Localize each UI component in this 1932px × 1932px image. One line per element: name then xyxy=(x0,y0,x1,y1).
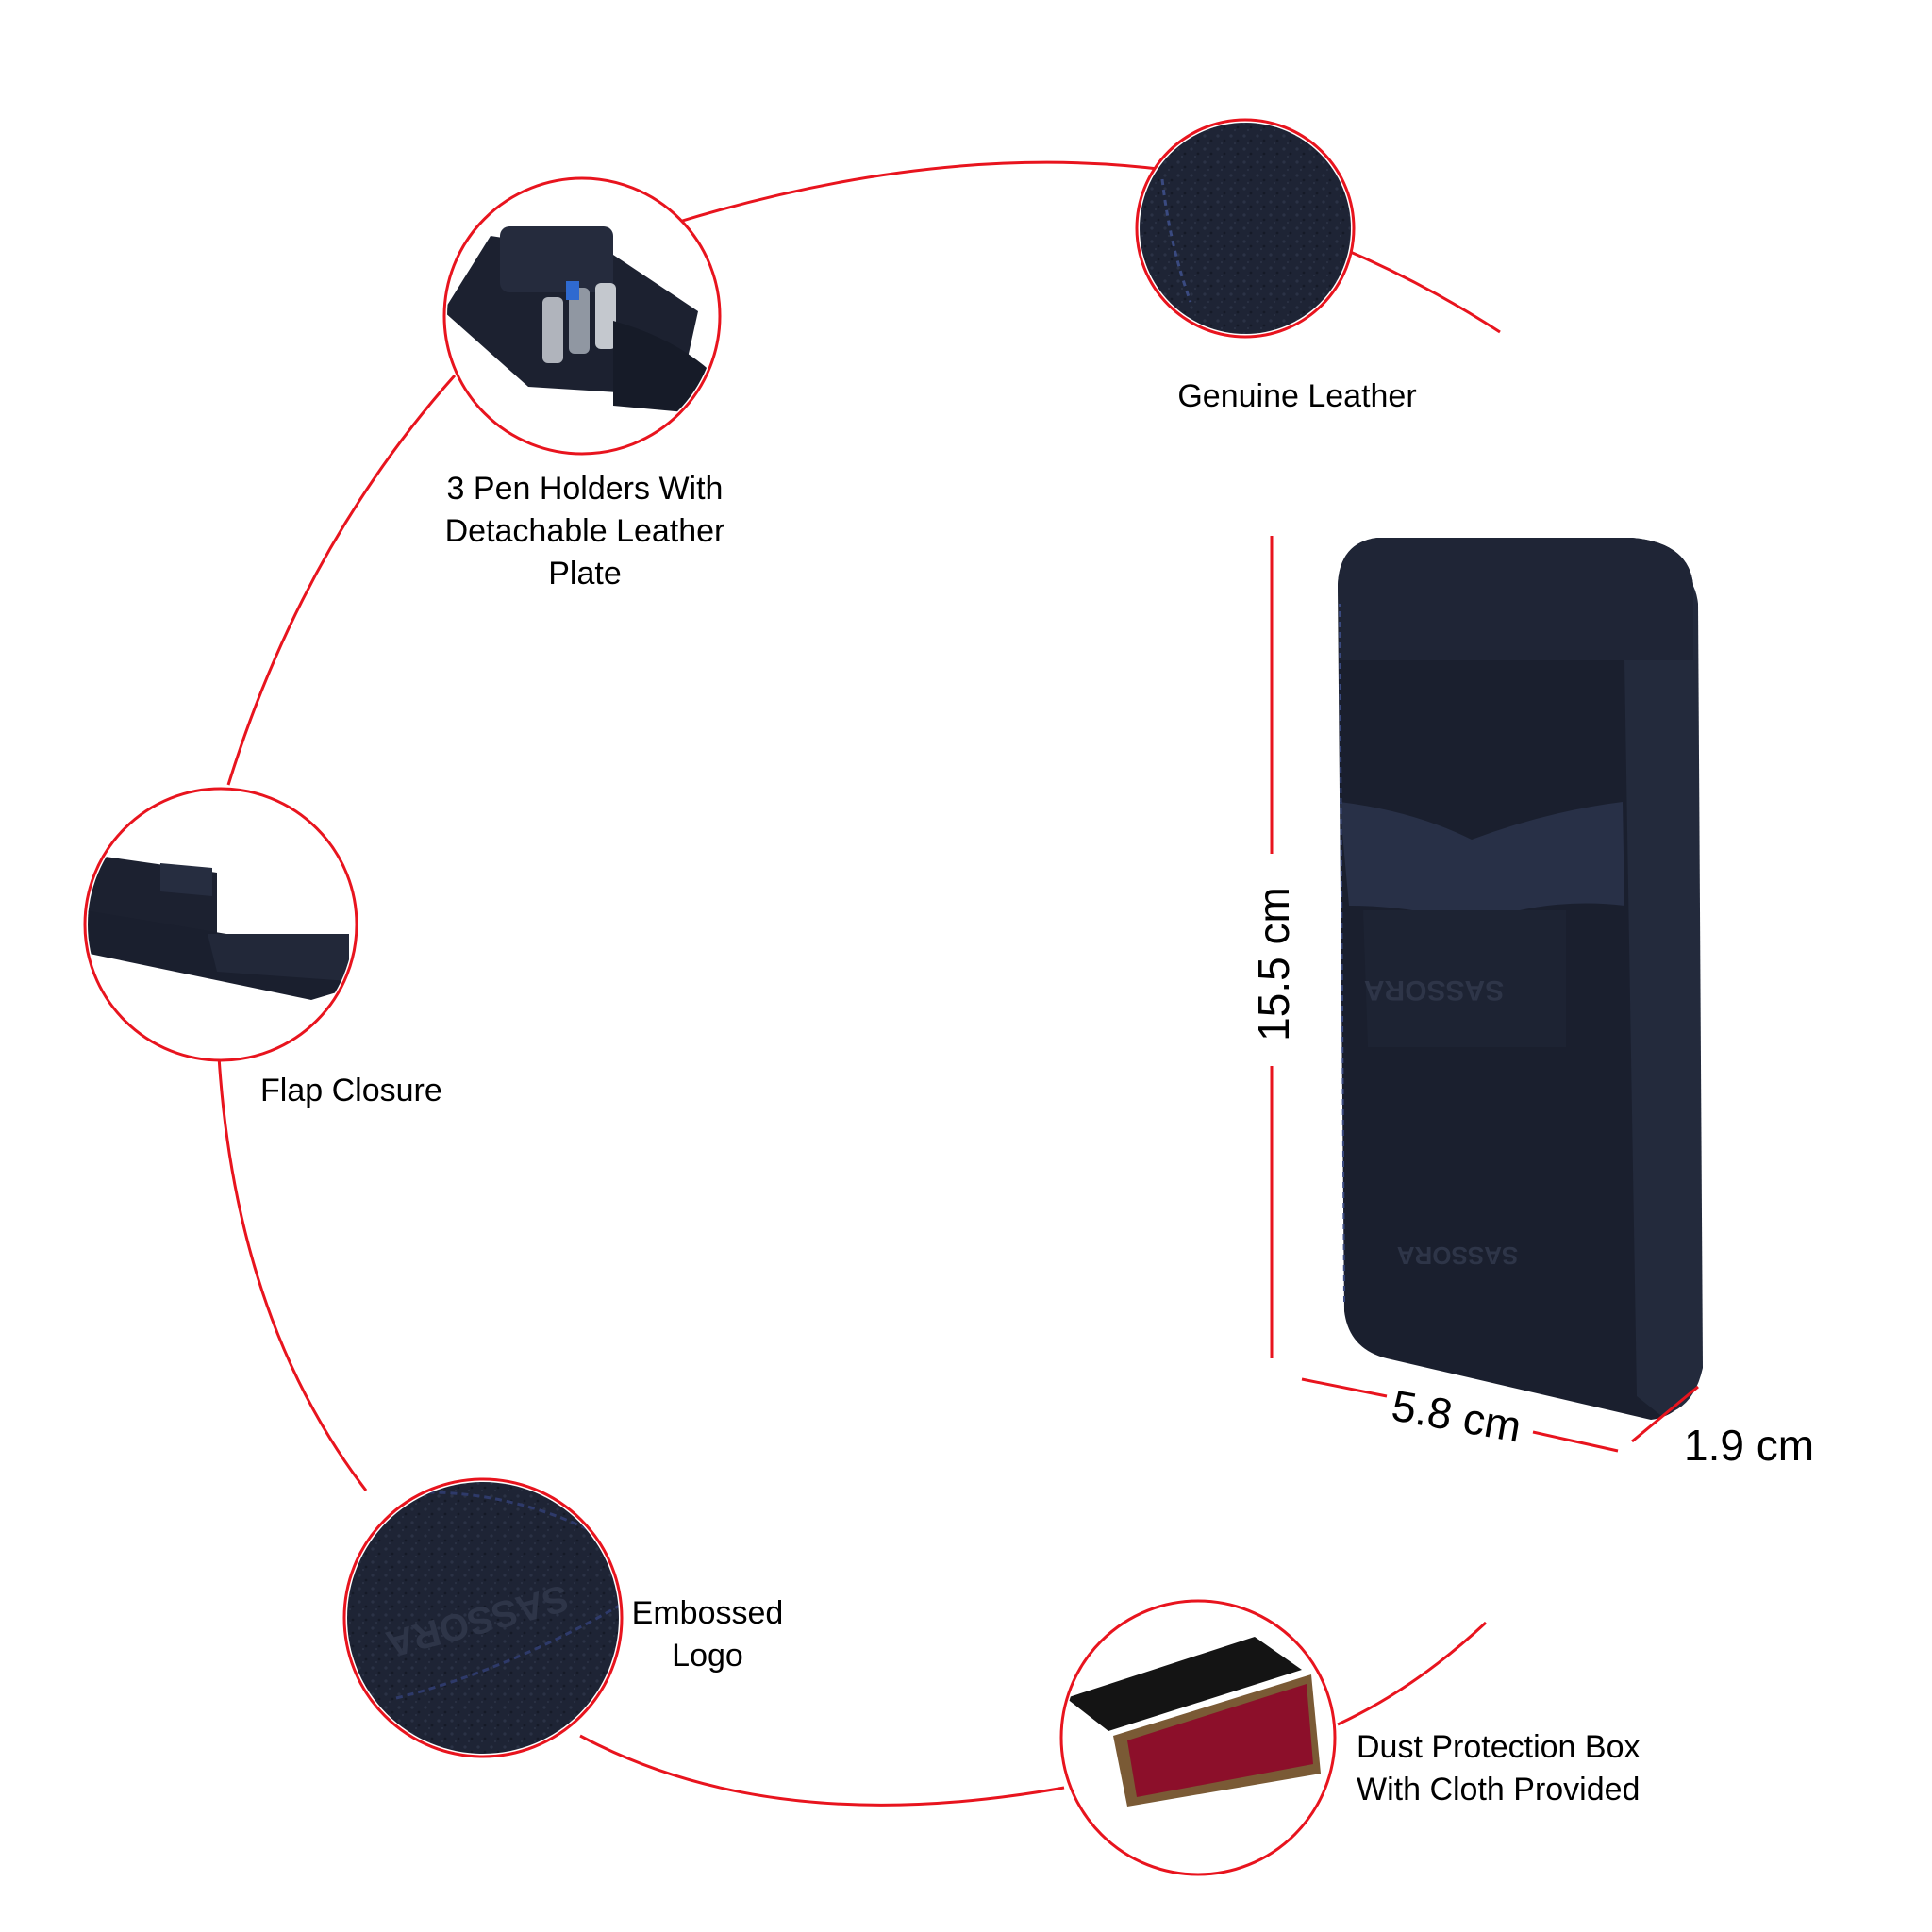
depth-dimension-line xyxy=(1631,1385,1699,1443)
genuine-leather-label: Genuine Leather xyxy=(1177,378,1417,414)
embossed-logo-label-line-1: Embossed xyxy=(631,1595,784,1631)
pen-holders-label-line-3: Plate xyxy=(548,556,622,591)
width-dimension-line-right xyxy=(1532,1430,1619,1453)
pen-holders-circle xyxy=(442,176,722,456)
width-dimension-line-left xyxy=(1301,1377,1388,1398)
dust-box-label: Dust Protection Box With Cloth Provided xyxy=(1357,1726,1696,1811)
depth-dimension-label: 1.9 cm xyxy=(1684,1421,1815,1470)
flap-closure-circle xyxy=(83,787,358,1062)
height-dimension-label: 15.5 cm xyxy=(1249,887,1298,1041)
dust-box-label-line-2: With Cloth Provided xyxy=(1357,1772,1641,1807)
embossed-logo-label-line-2: Logo xyxy=(672,1638,743,1674)
pen-holders-label-line-1: 3 Pen Holders With xyxy=(446,471,724,507)
embossed-logo-label: Embossed Logo xyxy=(613,1592,802,1677)
genuine-leather-circle xyxy=(1135,118,1356,339)
embossed-logo-circle: SASSORA xyxy=(342,1477,624,1758)
pen-case-product: SASSORA SASSORA xyxy=(1338,538,1703,1420)
pen-holders-label-line-2: Detachable Leather xyxy=(444,513,725,549)
case-flap-logo: SASSORA xyxy=(1364,974,1504,1006)
case-body-logo: SASSORA xyxy=(1396,1241,1518,1270)
pen-holders-label: 3 Pen Holders With Detachable Leather Pl… xyxy=(425,468,745,595)
flap-closure-label: Flap Closure xyxy=(260,1073,442,1108)
dust-box-circle xyxy=(1059,1599,1337,1876)
connector-arc xyxy=(217,160,1501,1807)
dust-box-label-line-1: Dust Protection Box xyxy=(1357,1729,1641,1765)
